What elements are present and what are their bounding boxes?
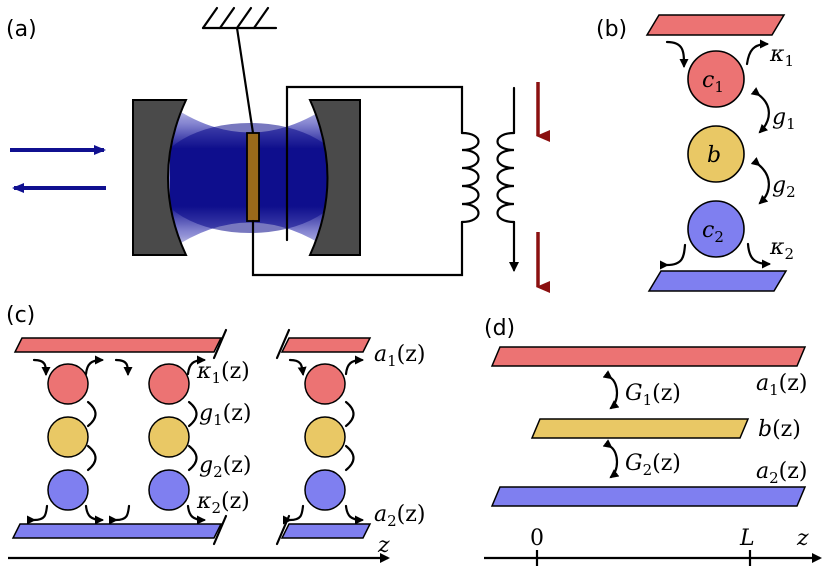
label-b: b: [707, 143, 721, 168]
right-mirror: [308, 99, 361, 256]
membrane-tether: [235, 26, 255, 135]
c-label-kappa1: κ1(z): [196, 359, 250, 387]
c2-kappa-in-arrow: [114, 358, 133, 376]
panel-c: (c) z: [6, 303, 425, 563]
panel-a: (a): [6, 6, 550, 293]
d-label-G2: G2(z): [625, 451, 681, 479]
label-c1: c1: [702, 68, 724, 96]
c-bottom-waveguide-right: [280, 523, 372, 539]
panel-b-label: (b): [596, 17, 627, 42]
c2-kappa-out-arrow: [186, 355, 206, 376]
c3-mode-yellow: [304, 416, 346, 458]
mode-c2: [687, 200, 745, 258]
d-G1-coupling-arrow: [602, 370, 620, 410]
c2-kappa2-out-arrow: [186, 504, 206, 525]
circuit-wire-bottom: [251, 219, 464, 277]
c1-kappa2-out-arrow: [84, 504, 104, 525]
circuit-wire-top: [285, 85, 464, 135]
c2-kappa2-in-arrow: [108, 504, 131, 525]
c1-mode-blue: [47, 469, 89, 511]
label-c2: c2: [702, 218, 724, 246]
d-waveguide-a2: [490, 486, 807, 507]
g2-coupling-arrow: [750, 157, 770, 205]
secondary-coil-icon: [496, 131, 516, 224]
d-G2-coupling-arrow: [602, 439, 620, 479]
mode-c1: [687, 50, 745, 108]
primary-coil-icon: [460, 131, 480, 224]
c2-mode-red: [148, 363, 190, 405]
d-label-a1: a1(z): [756, 371, 807, 399]
wall-hatch-icon: [201, 6, 278, 30]
c-top-waveguide-right: [280, 337, 372, 353]
c2-g2-arrow: [187, 444, 198, 472]
d-waveguide-b: [530, 418, 750, 439]
c3-kappa-out-arrow: [344, 355, 364, 376]
d-label-a2: a2(z): [756, 459, 807, 487]
c1-kappa2-in-arrow: [26, 504, 49, 525]
label-g1: g1: [772, 105, 796, 133]
c-bottom-waveguide-left: [11, 523, 223, 539]
kappa2-out-arrow: [746, 242, 771, 269]
d-label-b: b(z): [758, 417, 801, 442]
d-z-axis-label: z: [796, 526, 809, 551]
c3-kappa2-out-arrow: [344, 504, 364, 525]
left-mirror: [132, 99, 188, 256]
c1-kappa-out-arrow: [84, 355, 104, 376]
c2-g1-arrow: [187, 400, 198, 428]
c-label-a1: a1(z): [374, 342, 425, 370]
c3-g1-arrow: [344, 400, 355, 428]
c3-kappa-in-arrow: [288, 358, 307, 376]
label-kappa1: κ1: [769, 42, 794, 70]
c-label-g1: g1(z): [199, 401, 251, 429]
c2-mode-yellow: [148, 416, 190, 458]
c-label-kappa2: κ2(z): [196, 489, 250, 517]
c1-kappa-in-arrow: [32, 358, 51, 376]
c1-mode-yellow: [47, 416, 89, 458]
c1-g2-arrow: [86, 444, 97, 472]
c-z-axis-label: z: [377, 533, 390, 558]
c3-g2-arrow: [344, 444, 355, 472]
c3-mode-blue: [304, 469, 346, 511]
bottom-waveguide: [647, 270, 788, 292]
c-bottom-break-left: [212, 514, 228, 546]
c-top-break-right: [275, 328, 291, 360]
panel-a-label: (a): [6, 17, 37, 42]
c1-g1-arrow: [86, 400, 97, 428]
kappa1-in-arrow: [665, 40, 689, 68]
label-g2: g2: [772, 173, 796, 201]
c-unit-cell-2: [108, 355, 206, 525]
top-waveguide: [645, 14, 786, 36]
c1-mode-red: [47, 363, 89, 405]
c2-mode-blue: [148, 469, 190, 511]
d-tick-0-label: 0: [530, 526, 544, 551]
c-label-g2: g2(z): [199, 453, 251, 481]
c-unit-cell-1: [26, 355, 104, 525]
panel-c-label: (c): [6, 303, 35, 328]
c-top-waveguide-left: [13, 337, 223, 353]
d-label-G1: G1(z): [625, 381, 681, 409]
panel-d-label: (d): [484, 316, 515, 341]
c-top-break-left: [212, 328, 228, 360]
kappa1-out-arrow: [745, 39, 769, 66]
d-tick-L-label: L: [739, 526, 755, 551]
kappa2-in-arrow: [659, 243, 687, 270]
panel-b: (b) c1 b c2 κ1 g1 g2 κ2: [596, 14, 796, 292]
g1-coupling-arrow: [750, 87, 770, 134]
c-label-a2: a2(z): [374, 502, 425, 530]
label-kappa2: κ2: [769, 235, 794, 263]
mode-b: [687, 125, 745, 183]
c3-kappa2-in-arrow: [282, 504, 305, 525]
c-unit-cell-3: [282, 355, 364, 525]
mechanical-membrane: [246, 132, 260, 222]
panel-d: (d) G1(z) G2(z) a1(z) b(z) a2(z) 0 L z: [484, 316, 822, 566]
d-waveguide-a1: [490, 346, 807, 367]
c3-mode-red: [304, 363, 346, 405]
